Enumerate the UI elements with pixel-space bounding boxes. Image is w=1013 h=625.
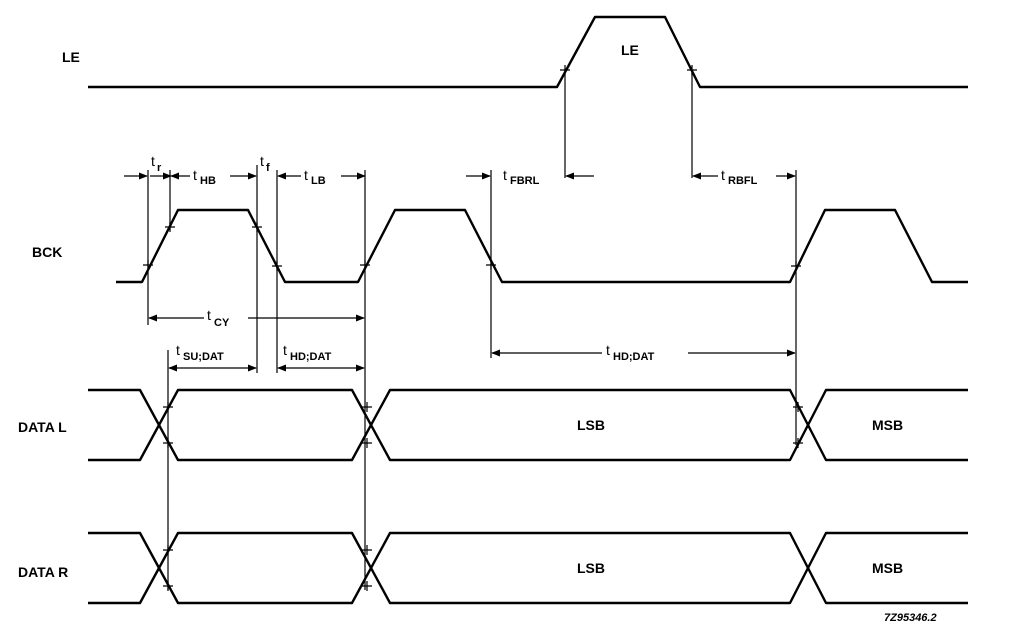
bck-signal-label: BCK	[32, 244, 62, 260]
bck-waveform	[116, 208, 968, 284]
param-tr: t r	[151, 153, 162, 174]
param-thd-dat: t HD;DAT	[283, 342, 332, 363]
data-l-waveform	[88, 388, 968, 462]
le-threshold-ticks	[560, 65, 697, 75]
le-waveform	[88, 15, 968, 89]
svg-text:SU;DAT: SU;DAT	[183, 351, 224, 363]
svg-text:t: t	[283, 342, 287, 358]
svg-text:t: t	[193, 167, 197, 183]
param-tcy: t CY	[204, 307, 248, 329]
data-r-threshold-ticks	[163, 545, 372, 591]
data-l-threshold-ticks	[163, 402, 803, 448]
svg-text:RBFL: RBFL	[728, 175, 758, 187]
svg-text:t: t	[304, 167, 308, 183]
data-l-lsb-label: LSB	[577, 417, 605, 433]
svg-text:t: t	[260, 153, 264, 169]
param-trbfl: t RBFL	[718, 166, 776, 187]
param-thd-dat-2: t HD;DAT	[602, 342, 688, 363]
param-tlb: t LB	[301, 166, 341, 187]
svg-text:t: t	[176, 342, 180, 358]
data-r-signal-label: DATA R	[18, 564, 68, 580]
svg-text:HB: HB	[200, 175, 216, 187]
svg-text:t: t	[721, 167, 725, 183]
figure-code: 7Z95346.2	[884, 612, 937, 624]
svg-text:t: t	[606, 342, 610, 358]
param-tsu-dat: t SU;DAT	[176, 342, 224, 363]
data-l-msb-label: MSB	[872, 417, 903, 433]
svg-text:HD;DAT: HD;DAT	[290, 351, 332, 363]
svg-text:t: t	[503, 167, 507, 183]
data-r-msb-label: MSB	[872, 560, 903, 576]
param-tf: t f	[260, 153, 270, 174]
svg-text:HD;DAT: HD;DAT	[613, 351, 655, 363]
param-thb: t HB	[190, 166, 230, 187]
svg-text:FBRL: FBRL	[510, 175, 540, 187]
data-r-waveform	[88, 531, 968, 605]
le-pulse-label: LE	[621, 42, 639, 58]
svg-text:CY: CY	[214, 317, 230, 329]
svg-text:LB: LB	[311, 175, 326, 187]
param-tfbrl: t FBRL	[503, 167, 540, 187]
bck-threshold-ticks	[143, 222, 801, 271]
svg-text:r: r	[157, 162, 162, 174]
timing-reference-lines	[147, 70, 797, 590]
svg-text:f: f	[266, 162, 270, 174]
svg-text:t: t	[151, 153, 155, 169]
le-signal-label: LE	[62, 49, 80, 65]
data-r-lsb-label: LSB	[577, 560, 605, 576]
svg-text:t: t	[207, 307, 211, 323]
dimension-arrows	[124, 172, 796, 372]
data-l-signal-label: DATA L	[18, 419, 67, 435]
